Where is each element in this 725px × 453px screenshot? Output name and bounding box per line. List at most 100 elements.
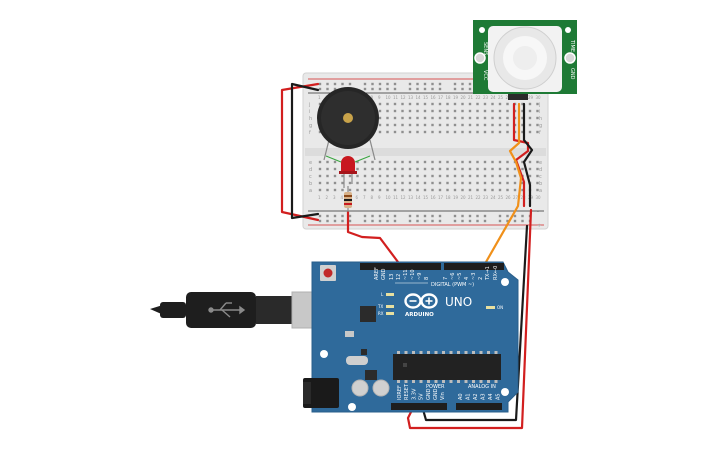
breadboard-hole (348, 188, 352, 192)
chip-leg (404, 380, 408, 383)
breadboard-hole (431, 174, 434, 178)
breadboard-hole (491, 116, 494, 120)
rail-hole (393, 82, 397, 86)
power-pin-label: Vin (440, 392, 446, 400)
chip-leg (464, 351, 468, 354)
rail-hole (498, 219, 502, 223)
breadboard-hole (431, 102, 434, 106)
breadboard-hole (521, 188, 524, 192)
crystal-small (345, 331, 354, 337)
column-number-top: 24 (491, 95, 497, 100)
reset-button-cap[interactable] (323, 268, 333, 278)
column-number-bottom: 4 (341, 195, 344, 200)
digital-pin-label: 13 (389, 274, 395, 280)
chip-leg (419, 351, 423, 354)
buzzer-center-dot (343, 113, 353, 123)
power-pin-label: RESET (404, 383, 410, 400)
breadboard-hole (416, 188, 419, 192)
breadboard-hole (513, 181, 517, 185)
rail-hole (476, 214, 479, 218)
column-number-top: 17 (438, 95, 444, 100)
breadboard-hole (536, 130, 539, 134)
breadboard-hole (438, 188, 442, 192)
breadboard-hole (318, 181, 322, 185)
breadboard-hole (378, 116, 382, 120)
breadboard-hole (446, 160, 449, 164)
breadboard-hole (536, 181, 539, 185)
breadboard-hole (363, 167, 367, 171)
row-letter-right: g (539, 123, 542, 129)
digital-header-left (360, 263, 441, 270)
breadboard-hole (356, 181, 359, 185)
breadboard-hole (356, 167, 359, 171)
breadboard-hole (521, 109, 524, 113)
rail-hole (348, 219, 352, 223)
row-letter-right: a (539, 188, 542, 194)
breadboard-hole (498, 181, 502, 185)
rail-hole (468, 219, 472, 223)
breadboard-hole (356, 188, 359, 192)
breadboard-hole (363, 188, 367, 192)
row-letter-left: c (309, 174, 312, 180)
breadboard-hole (408, 123, 412, 127)
breadboard-hole (528, 174, 532, 178)
breadboard-hole (378, 160, 382, 164)
breadboard-hole (416, 160, 419, 164)
rail-hole (393, 87, 397, 91)
column-number-bottom: 15 (423, 195, 429, 200)
column-number-top: 29 (528, 95, 534, 100)
breadboard-hole (431, 116, 434, 120)
breadboard-hole (408, 160, 412, 164)
column-number-top: 1 (318, 95, 321, 100)
rail-hole (513, 219, 517, 223)
breadboard-hole (423, 188, 427, 192)
breadboard-hole (476, 123, 479, 127)
rail-hole (363, 214, 367, 218)
rail-hole (408, 219, 412, 223)
chip-leg (479, 380, 483, 383)
breadboard-hole (438, 102, 442, 106)
breadboard-hole (498, 160, 502, 164)
rail-hole (341, 219, 344, 223)
led-label-l: L (381, 292, 384, 297)
chip-leg (472, 351, 475, 354)
analog-pin-label: A4 (488, 393, 494, 400)
breadboard-hole (476, 130, 479, 134)
breadboard-hole (491, 167, 494, 171)
breadboard-hole (476, 167, 479, 171)
row-letter-right: j (538, 102, 540, 108)
breadboard-hole (446, 109, 449, 113)
power-pin-label: 3.3V (411, 388, 417, 400)
breadboard-hole (513, 188, 517, 192)
breadboard-hole (453, 116, 457, 120)
wire-orange-pir-out (484, 102, 523, 264)
breadboard-hole (483, 130, 487, 134)
rail-hole (438, 219, 442, 223)
breadboard-hole (408, 109, 412, 113)
breadboard-hole (438, 116, 442, 120)
column-number-top: 21 (468, 95, 474, 100)
chip-leg (472, 380, 475, 383)
rail-hole (521, 214, 524, 218)
column-number-bottom: 9 (378, 195, 381, 200)
chip-leg (404, 351, 408, 354)
breadboard-hole (483, 181, 487, 185)
wire-black-gnd (420, 224, 529, 422)
breadboard-hole (318, 167, 322, 171)
breadboard-hole (536, 109, 539, 113)
breadboard-hole (371, 167, 374, 171)
breadboard-hole (423, 109, 427, 113)
power-header (391, 403, 447, 410)
usb-strain-relief (160, 302, 186, 318)
chip-leg (494, 351, 498, 354)
power-jack-front (303, 382, 311, 404)
breadboard-hole (536, 167, 539, 171)
chip-leg (487, 380, 490, 383)
pir-label-sens: SENS (482, 42, 488, 55)
rail-hole (498, 214, 502, 218)
column-number-bottom: 11 (393, 195, 399, 200)
breadboard-hole (521, 167, 524, 171)
rail-hole (408, 214, 412, 218)
breadboard-hole (453, 181, 457, 185)
chip-leg (487, 351, 490, 354)
